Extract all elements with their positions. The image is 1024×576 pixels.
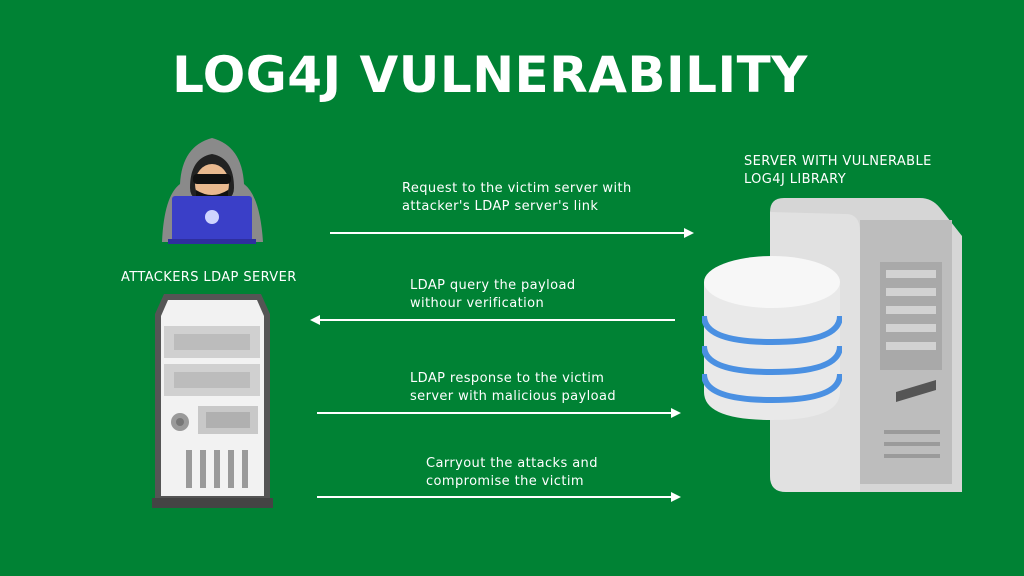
step-3-line-2: server with malicious payload — [410, 389, 617, 404]
attacker-server-icon — [152, 294, 273, 508]
step-2-arrow — [310, 315, 675, 325]
step-2-line-1: LDAP query the payload — [410, 278, 576, 293]
step-1-arrow — [330, 228, 694, 238]
victim-server-label-line-1: SERVER WITH VULNERABLE — [744, 154, 932, 169]
attacker-server-label: ATTACKERS LDAP SERVER — [121, 270, 297, 285]
step-1-label: Request to the victim server with attack… — [402, 180, 632, 216]
victim-server-label-line-2: LOG4J LIBRARY — [744, 172, 847, 187]
database-icon — [702, 256, 842, 420]
step-4-label: Carryout the attacks and compromise the … — [426, 455, 598, 491]
step-4-arrow — [317, 492, 681, 502]
hacker-icon — [162, 138, 263, 244]
victim-server-label: SERVER WITH VULNERABLE LOG4J LIBRARY — [744, 153, 932, 189]
step-1-line-2: attacker's LDAP server's link — [402, 199, 599, 214]
step-2-line-2: withour verification — [410, 296, 545, 311]
step-3-label: LDAP response to the victim server with … — [410, 370, 616, 406]
page-title: LOG4J VULNERABILITY — [172, 46, 808, 104]
step-3-arrow — [317, 408, 681, 418]
step-1-line-1: Request to the victim server with — [402, 181, 632, 196]
step-3-line-1: LDAP response to the victim — [410, 371, 605, 386]
step-4-line-2: compromise the victim — [426, 474, 584, 489]
step-2-label: LDAP query the payload withour verificat… — [410, 277, 576, 313]
step-4-line-1: Carryout the attacks and — [426, 456, 598, 471]
